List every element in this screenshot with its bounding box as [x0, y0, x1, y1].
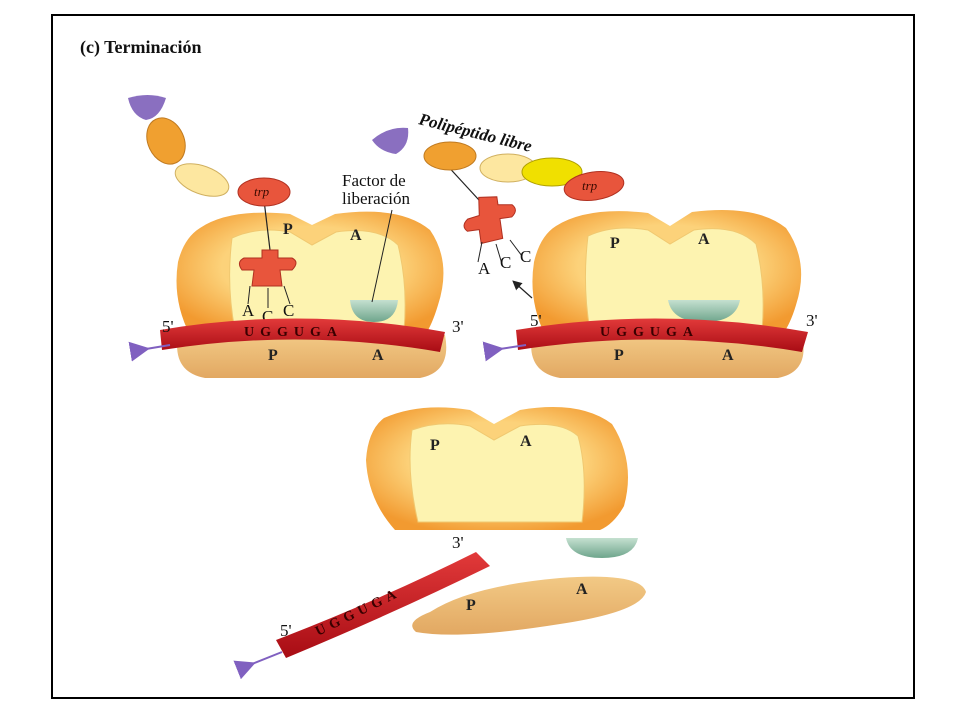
mrna-right	[516, 318, 808, 352]
figure-title: (c) Terminación	[80, 37, 202, 58]
ribosome-left: P A A C C UGGUGA 5' 3' P A	[128, 199, 464, 378]
bead-trp-left	[237, 177, 291, 207]
mrna-5prime-right: 5'	[530, 311, 542, 330]
release-factor-left	[350, 300, 398, 322]
trp-label-left: trp	[254, 184, 270, 199]
bead-purple-left	[128, 95, 166, 120]
bead-purple-free	[372, 127, 409, 154]
anticodon-left-2: C	[262, 307, 273, 326]
ribosome-inner-free	[409, 423, 585, 523]
site-a-free: A	[520, 433, 532, 450]
mrna-5prime-free: 5'	[280, 621, 292, 640]
site-a-small-free: A	[576, 581, 588, 598]
mrna-5prime-left: 5'	[162, 317, 174, 336]
trp-label-free: trp	[582, 178, 598, 193]
bead-trp-free	[563, 171, 625, 201]
small-subunit-free	[412, 576, 646, 635]
ribosome-right: P A UGGUGA 5' 3' P A	[482, 210, 818, 378]
polypeptide-left: trp	[128, 95, 291, 207]
site-a-right: A	[698, 231, 710, 248]
bead-yellow-free	[521, 157, 583, 187]
mrna-codons-right: UGGUGA	[600, 325, 699, 340]
release-factor-free	[566, 538, 638, 558]
anticodon-departing-3: C	[520, 247, 531, 266]
anticodon-left-3: C	[283, 301, 294, 320]
polypeptide-free: trp	[372, 127, 625, 201]
release-factor-pointer	[371, 209, 393, 303]
mrna-direction-arrow-left	[128, 341, 171, 362]
mrna-3prime-right: 3'	[806, 311, 818, 330]
trna-exit-arrow	[512, 280, 533, 299]
mrna-3prime-left: 3'	[452, 317, 464, 336]
small-subunit-right	[531, 335, 804, 378]
mrna-free	[276, 552, 490, 658]
bead-cream-left	[174, 163, 230, 197]
site-p-left: P	[283, 221, 293, 238]
trna-left	[238, 199, 297, 308]
anticodon-left-1: A	[242, 301, 255, 320]
bead-orange-left	[146, 117, 186, 165]
mrna-direction-arrow-right	[482, 341, 527, 362]
site-a-small-right: A	[722, 347, 734, 364]
small-subunit-left	[177, 335, 447, 378]
site-p-free: P	[430, 437, 440, 454]
site-a-small-left: A	[372, 347, 384, 364]
site-a-left: A	[350, 227, 362, 244]
mrna-direction-arrow-free	[233, 651, 283, 680]
anticodon-departing-1: A	[478, 259, 491, 278]
anticodon-departing-2: C	[500, 253, 511, 272]
site-p-small-right: P	[614, 347, 624, 364]
mrna-codons-left: UGGUGA	[244, 325, 343, 340]
site-p-small-free: P	[466, 597, 476, 614]
mrna-left	[160, 318, 445, 352]
release-factor-right	[668, 300, 740, 322]
release-factor-label-1: Factor de	[342, 171, 406, 190]
release-factor-label-2: liberación	[342, 189, 410, 208]
mrna-3prime-free: 3'	[452, 533, 464, 552]
site-p-right: P	[610, 235, 620, 252]
bead-orange-free	[423, 141, 477, 171]
site-p-small-left: P	[268, 347, 278, 364]
